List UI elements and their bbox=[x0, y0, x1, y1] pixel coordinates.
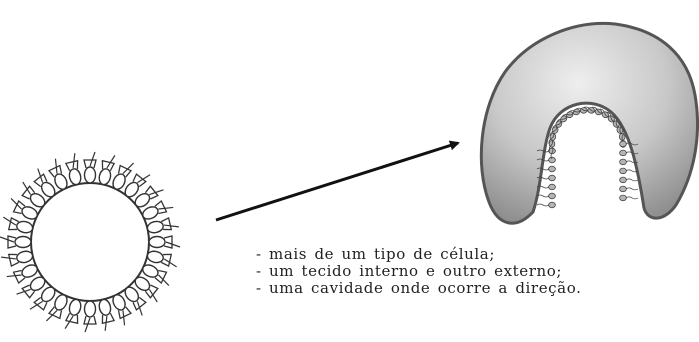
sponge-gastrula-icon bbox=[479, 21, 699, 225]
colony-cell bbox=[10, 198, 38, 220]
inner-cell bbox=[536, 165, 556, 173]
colony-cell bbox=[64, 298, 82, 329]
inner-cell bbox=[619, 176, 639, 184]
inner-cell-layer bbox=[536, 106, 639, 209]
inner-cell bbox=[536, 156, 556, 164]
colony-cell bbox=[112, 294, 133, 326]
colony-cell bbox=[16, 276, 46, 299]
colony-cell bbox=[148, 235, 181, 249]
inner-cell bbox=[536, 147, 556, 155]
gastrula-body bbox=[479, 21, 699, 225]
colony-cell bbox=[98, 298, 116, 331]
caption-line: - uma cavidade onde ocorre a direção. bbox=[256, 279, 582, 297]
colony-cell bbox=[21, 181, 46, 208]
colony-cell bbox=[83, 151, 97, 184]
inner-cell bbox=[619, 140, 639, 148]
inner-cell bbox=[536, 201, 556, 209]
colony-cell bbox=[3, 216, 34, 234]
inner-cell bbox=[536, 192, 556, 200]
colony-cell bbox=[64, 153, 82, 186]
colony-cell bbox=[124, 286, 147, 316]
colony-cells bbox=[0, 151, 181, 333]
inner-cell bbox=[536, 183, 556, 191]
colony-cell bbox=[1, 250, 34, 268]
inner-cell bbox=[619, 185, 639, 193]
caption: - mais de um tipo de célula; - um tecido… bbox=[256, 246, 581, 297]
colony-cell bbox=[33, 168, 56, 198]
colony-cell bbox=[98, 155, 116, 186]
caption-line: - um tecido interno e outro externo; bbox=[256, 262, 563, 280]
inner-cell bbox=[536, 174, 556, 182]
inner-cell bbox=[619, 167, 639, 175]
colony-cell bbox=[134, 276, 159, 303]
colony-cell bbox=[124, 173, 151, 198]
inner-cell bbox=[619, 149, 639, 157]
colony-cell bbox=[47, 158, 68, 190]
right-arrow-icon bbox=[215, 140, 460, 222]
inner-cell bbox=[619, 158, 639, 166]
colony-cell bbox=[29, 286, 56, 311]
colony-cell bbox=[0, 235, 32, 249]
colony-cell bbox=[6, 264, 38, 285]
colony-cell bbox=[142, 264, 170, 286]
colony-cell bbox=[46, 294, 68, 322]
inner-cell bbox=[552, 115, 568, 130]
colony-cell bbox=[142, 199, 174, 220]
colony-cell bbox=[146, 250, 177, 268]
colony-ring bbox=[30, 182, 150, 302]
colony-cell bbox=[146, 216, 179, 234]
inner-cell bbox=[556, 111, 574, 123]
colony-cell bbox=[83, 300, 97, 333]
colony-cell bbox=[134, 185, 164, 208]
inner-cell bbox=[619, 194, 639, 202]
colony-cell bbox=[112, 162, 134, 190]
choanoflagellate-colony-icon bbox=[0, 151, 181, 333]
caption-line: - mais de um tipo de célula; bbox=[256, 245, 495, 263]
